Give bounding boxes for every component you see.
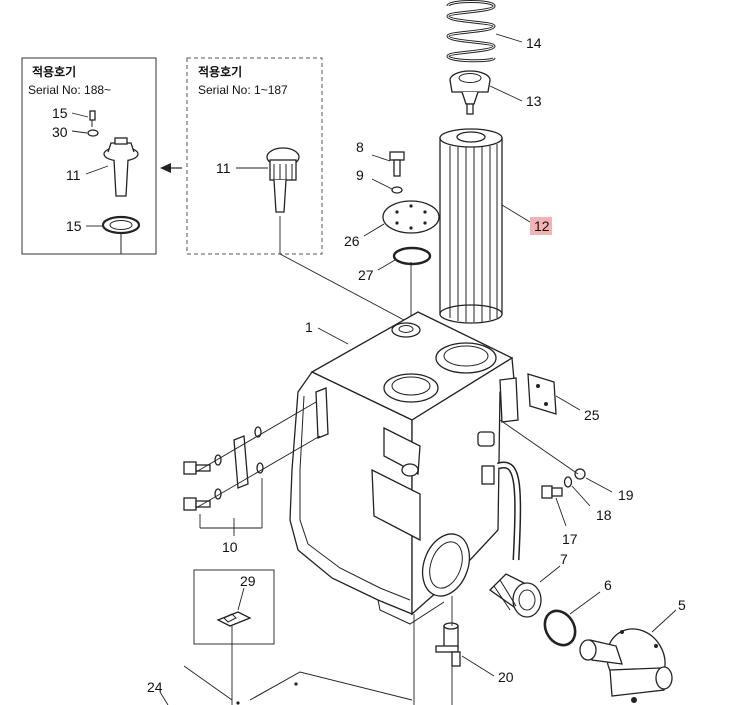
arrow-left-icon — [160, 163, 182, 173]
washer — [391, 186, 403, 194]
inset-box-serial-1-187: 적용호기 Serial No: 1~187 11 — [186, 57, 323, 255]
callout-19: 19 — [618, 487, 634, 503]
callout-8: 8 — [356, 139, 364, 155]
callout-10: 10 — [222, 539, 238, 555]
cover-bolt — [389, 151, 405, 177]
small-washer — [87, 129, 99, 137]
tank-base-frame — [183, 665, 413, 705]
callout-15: 15 — [52, 105, 68, 121]
callout-26: 26 — [344, 233, 360, 249]
breather-fitting — [103, 137, 139, 197]
callout-11: 11 — [66, 167, 81, 183]
washer — [563, 476, 573, 488]
callout-24: 24 — [147, 679, 163, 695]
o-ring — [392, 246, 432, 266]
side-bolt-set — [183, 387, 329, 511]
callout-14: 14 — [526, 35, 542, 51]
breather-fitting — [266, 147, 300, 213]
inset-box-serial: Serial No: 1~187 — [198, 83, 288, 97]
callout-12: 12 — [534, 218, 550, 234]
inset-box-part-29: 29 — [193, 569, 275, 705]
callout-27: 27 — [358, 267, 374, 283]
spring — [446, 0, 496, 63]
small-bolt — [89, 110, 96, 127]
callout-30: 30 — [52, 124, 68, 140]
callout-highlight — [530, 217, 552, 235]
callout-17: 17 — [562, 531, 578, 547]
cover-plate — [382, 200, 440, 234]
callout-6: 6 — [604, 577, 612, 593]
nut — [574, 468, 586, 480]
mounting-bracket — [527, 373, 557, 415]
callout-11: 11 — [216, 160, 231, 176]
callout-29: 29 — [240, 573, 256, 589]
filter-element — [439, 128, 503, 324]
hydraulic-tank — [289, 311, 522, 625]
callout-25: 25 — [584, 407, 600, 423]
inset-box-title: 적용호기 — [32, 64, 76, 79]
callout-13: 13 — [526, 93, 542, 109]
inset-box-serial-188: 적용호기 Serial No: 188~ 15 30 11 15 — [21, 57, 157, 255]
o-ring — [101, 215, 141, 235]
callout-1: 1 — [305, 319, 313, 335]
o-ring — [543, 609, 577, 647]
callout-20: 20 — [498, 669, 514, 685]
bypass-valve — [449, 70, 491, 115]
callout-15: 15 — [66, 218, 82, 234]
suction-flange — [579, 628, 673, 703]
callout-5: 5 — [678, 597, 686, 613]
bolt — [541, 485, 563, 499]
drain-valve — [435, 622, 461, 667]
callout-7: 7 — [560, 551, 568, 567]
inset-box-title: 적용호기 — [198, 64, 242, 79]
suction-strainer — [488, 573, 542, 618]
callout-18: 18 — [596, 507, 612, 523]
inset-box-serial: Serial No: 188~ — [28, 83, 111, 97]
callout-9: 9 — [356, 167, 364, 183]
